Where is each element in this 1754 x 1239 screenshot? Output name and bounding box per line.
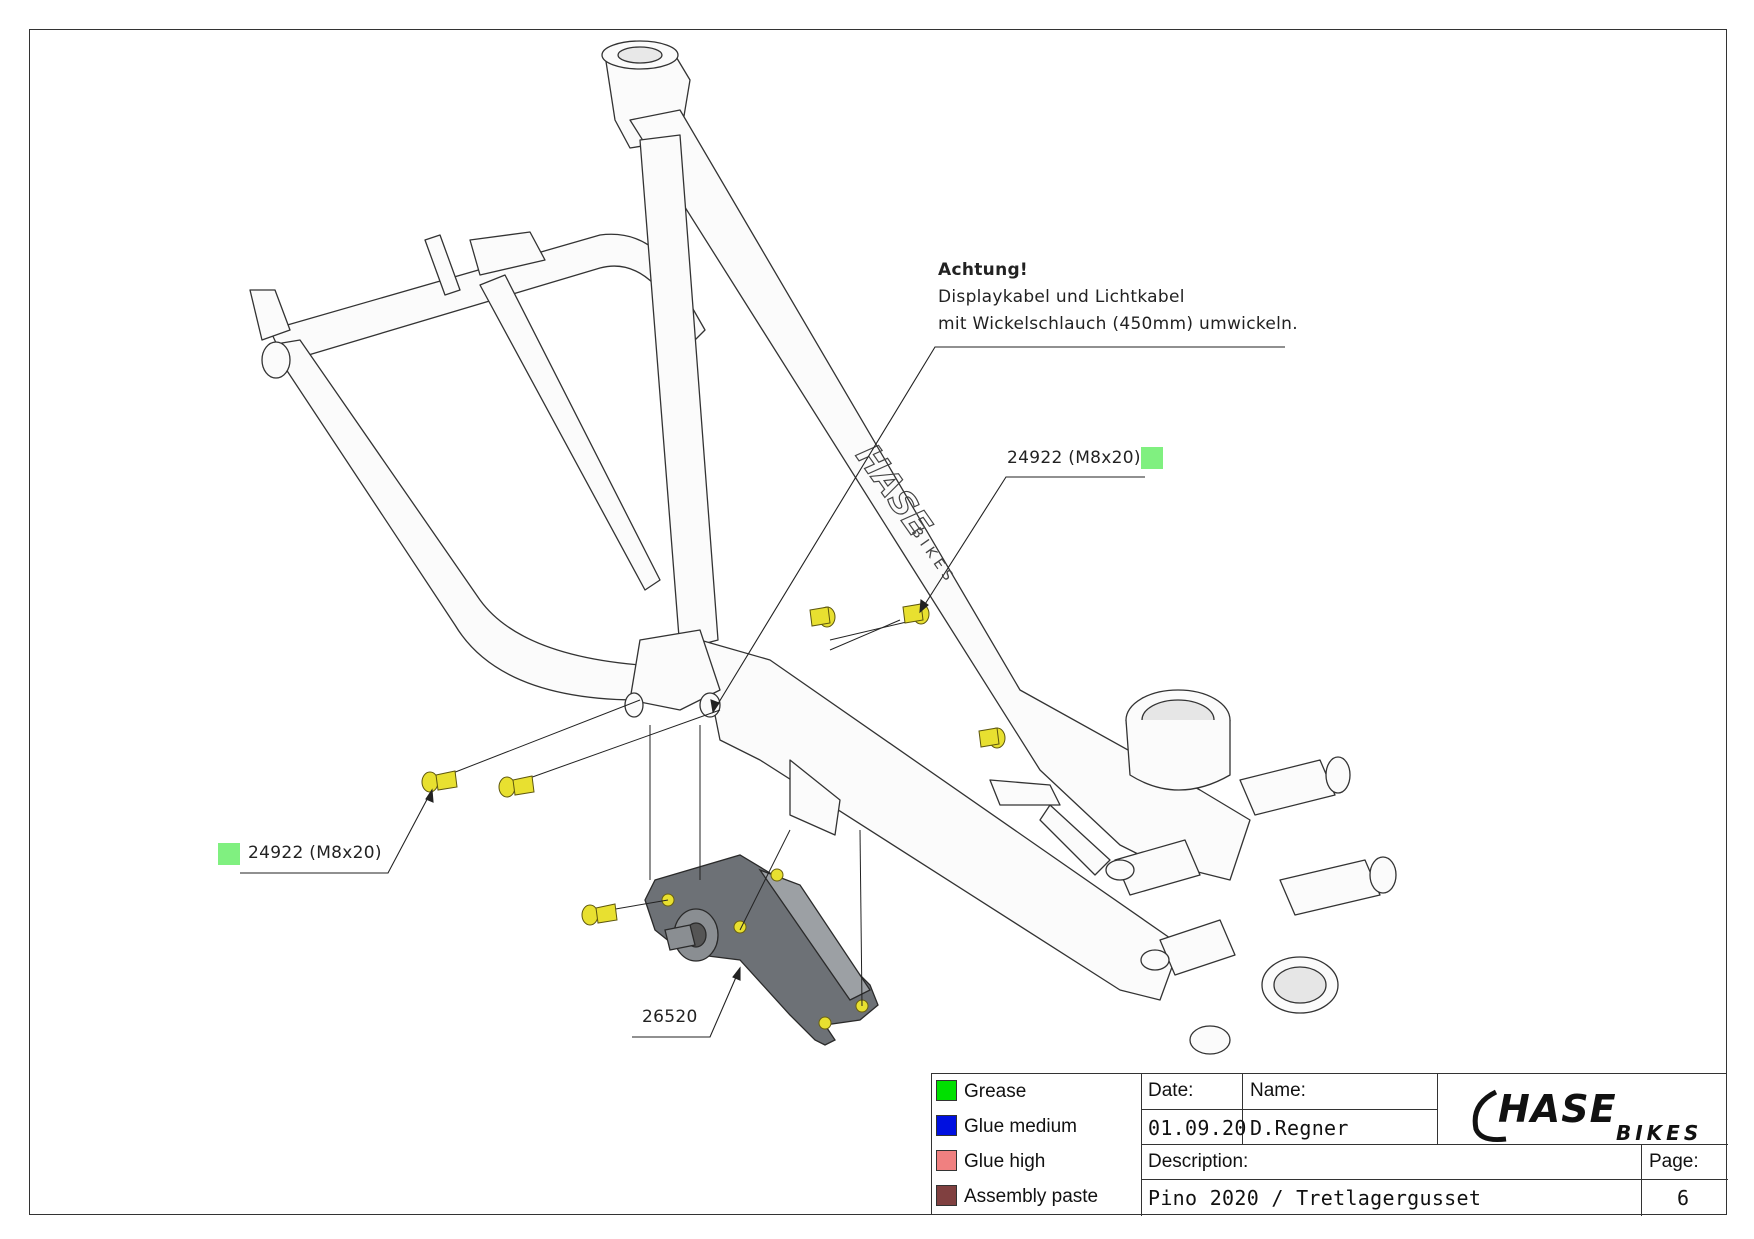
name-label: Name: <box>1250 1080 1306 1101</box>
thin-stay <box>479 274 661 591</box>
cluster-bracket <box>629 629 721 711</box>
legend-swatch <box>936 1150 957 1171</box>
legend-label: Grease <box>964 1081 1027 1102</box>
screw <box>581 903 618 926</box>
screw <box>902 603 930 625</box>
rear-stay <box>269 339 641 701</box>
head-tube <box>601 40 691 149</box>
legend-item-assembly-paste: Assembly paste <box>932 1179 1141 1214</box>
name-value: D.Regner <box>1250 1116 1349 1140</box>
description-value: Pino 2020 / Tretlagergusset <box>1148 1186 1482 1210</box>
legend-label: Glue medium <box>964 1116 1077 1137</box>
leader-lines <box>240 346 1285 1038</box>
legend-swatch <box>936 1115 957 1136</box>
screw <box>978 727 1006 749</box>
legend-item-grease: Grease <box>932 1074 1141 1109</box>
legend-item-glue-high: Glue high <box>932 1144 1141 1179</box>
callout-screw-left: 24922 (M8x20) <box>248 843 382 863</box>
page-value: 6 <box>1677 1186 1690 1210</box>
date-label: Date: <box>1148 1080 1194 1101</box>
hase-bikes-logo: HASE BIKES <box>1472 1087 1702 1144</box>
mount-bracket <box>424 234 461 296</box>
legend-label: Glue high <box>964 1151 1046 1172</box>
legend-item-glue-medium: Glue medium <box>932 1109 1141 1144</box>
callout-part: 26520 <box>642 1007 698 1027</box>
legend-swatch <box>936 1185 957 1206</box>
legend-label: Assembly paste <box>964 1186 1099 1207</box>
front-cylinder <box>1261 956 1339 1014</box>
grease-marker-left <box>218 843 240 865</box>
dropout-left <box>249 289 291 341</box>
date-value: 01.09.20 <box>1148 1116 1247 1140</box>
warning-title: Achtung! <box>938 260 1028 280</box>
screw <box>421 770 458 793</box>
drawing-border <box>29 29 1727 1215</box>
assembly-lines <box>439 619 916 1007</box>
grease-marker-right <box>1141 447 1163 469</box>
seat-tube <box>639 134 719 651</box>
screw <box>809 606 836 628</box>
legend-swatch <box>936 1080 957 1101</box>
title-block: Grease Glue medium Glue high Assembly pa… <box>931 1073 1728 1216</box>
screws <box>421 603 1006 926</box>
description-label: Description: <box>1148 1151 1249 1172</box>
svg-text:BIKES: BIKES <box>1616 1121 1702 1144</box>
page-label: Page: <box>1649 1151 1699 1172</box>
svg-text:HASE: HASE <box>1498 1087 1617 1131</box>
callout-screw-right: 24922 (M8x20) <box>1007 448 1141 468</box>
warning-line-2: mit Wickelschlauch (450mm) umwickeln. <box>938 314 1298 334</box>
gusset-casting <box>644 854 879 1046</box>
main-tube <box>699 639 1181 1001</box>
screw <box>498 775 535 798</box>
bottom-bracket <box>1125 689 1231 791</box>
warning-line-1: Displaykabel und Lichtkabel <box>938 287 1185 307</box>
down-tube <box>629 109 1251 881</box>
